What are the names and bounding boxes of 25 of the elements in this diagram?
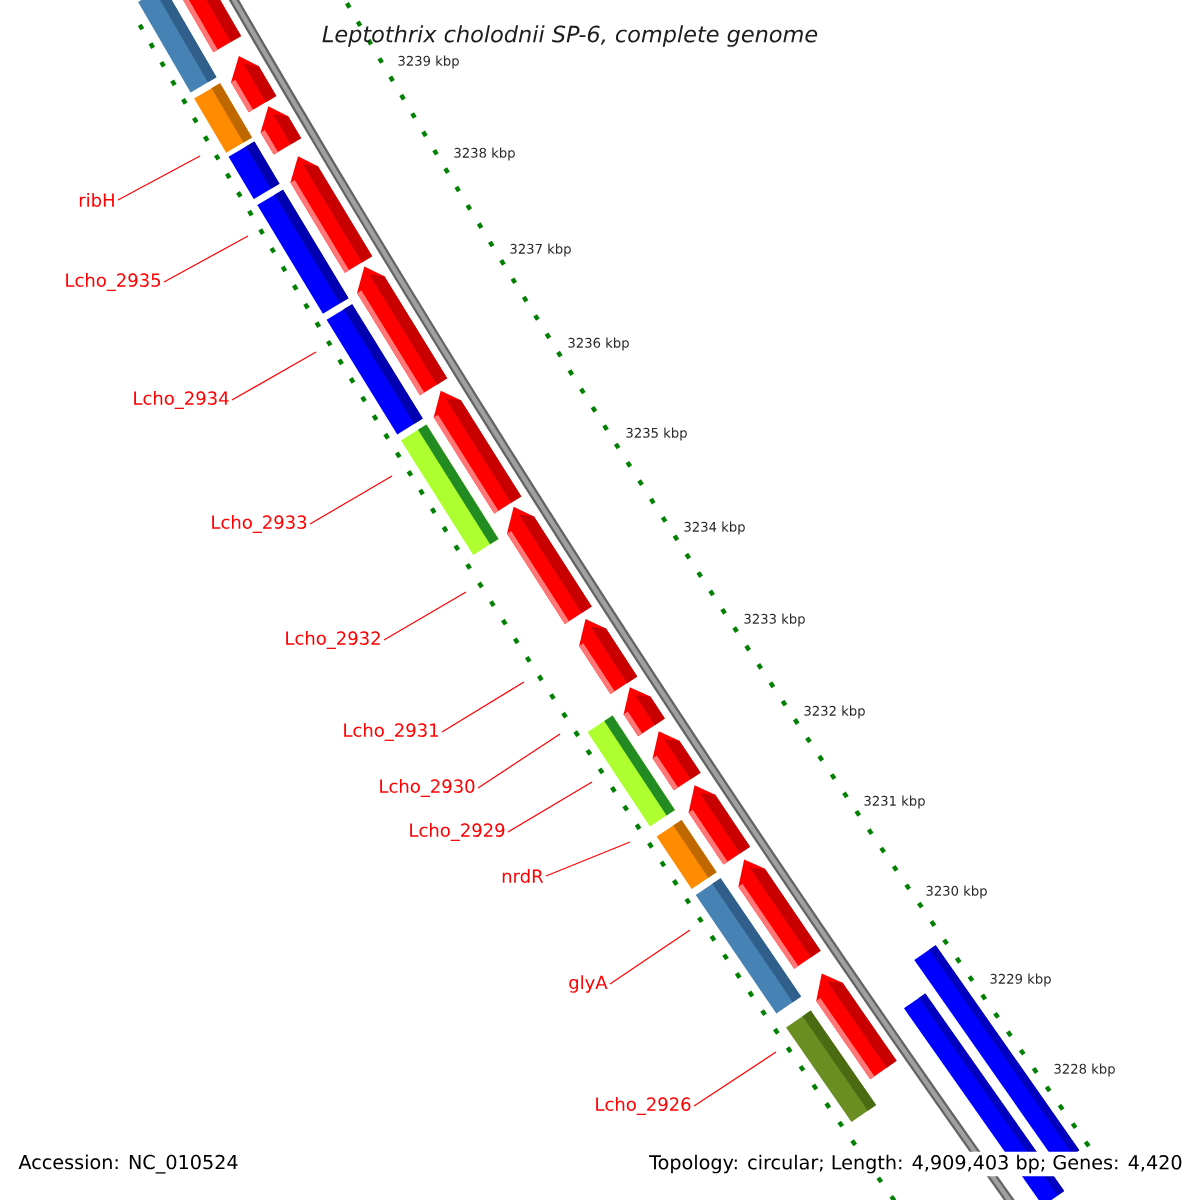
gene-label: Lcho_2931 — [344, 723, 438, 741]
leader-line — [545, 841, 631, 877]
leader-line — [231, 351, 317, 401]
leader-line — [507, 781, 593, 833]
accession-text: Accession: NC_010524 — [18, 1154, 238, 1174]
title: Leptothrix cholodnii SP-6, complete genome — [322, 25, 818, 47]
gene-label: Lcho_2934 — [134, 391, 229, 409]
leader-line — [163, 235, 249, 283]
leader-line — [477, 733, 561, 789]
leader-line — [117, 155, 201, 201]
leader-line — [309, 475, 393, 525]
gene-label: Lcho_2926 — [596, 1097, 691, 1115]
gene-label: Lcho_2930 — [380, 779, 475, 797]
genome-summary-text: Topology: circular; Length: 4,909,403 bp; Genes: 4,420 — [646, 1151, 1186, 1177]
leader-line — [609, 929, 691, 985]
gene-label: glyA — [569, 975, 608, 993]
gene-label: Lcho_2929 — [410, 823, 505, 841]
leader-line — [383, 591, 467, 641]
gene-label: Lcho_2932 — [286, 631, 380, 649]
gene-label: ribH — [79, 193, 114, 207]
gene-label: Lcho_2933 — [212, 515, 307, 533]
gene-label: nrdR — [502, 869, 544, 883]
leader-line — [693, 1051, 777, 1107]
gene-label: Lcho_2935 — [66, 273, 161, 291]
leader-line — [441, 681, 525, 733]
